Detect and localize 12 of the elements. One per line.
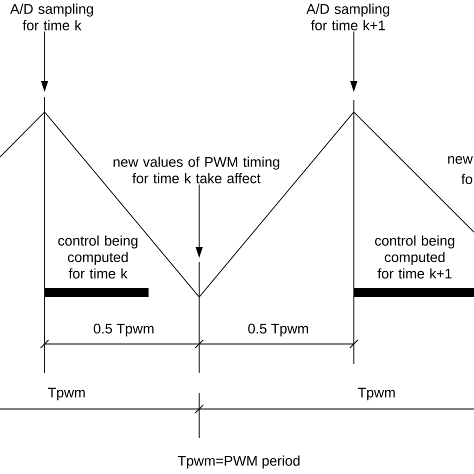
dimension-label: Tpwm	[48, 388, 85, 400]
annotation-text: control being computed for time k+1	[375, 235, 454, 279]
caption-text: Tpwm=PWM period	[178, 456, 300, 468]
annotation-text: fo	[461, 174, 472, 184]
dimension-label: 0.5 Tpwm	[248, 324, 308, 336]
annotation-text: control being computed for time k	[58, 235, 138, 279]
annotation-text: new	[448, 156, 473, 164]
dimension-label: 0.5 Tpwm	[94, 324, 154, 336]
dimension-label: Tpwm	[358, 388, 395, 400]
annotation-text: new values of PWM timing for time k take affect	[114, 156, 280, 184]
annotation-text: A/D sampling for time k+1	[306, 4, 390, 30]
annotation-text: A/D sampling for time k	[10, 4, 93, 30]
